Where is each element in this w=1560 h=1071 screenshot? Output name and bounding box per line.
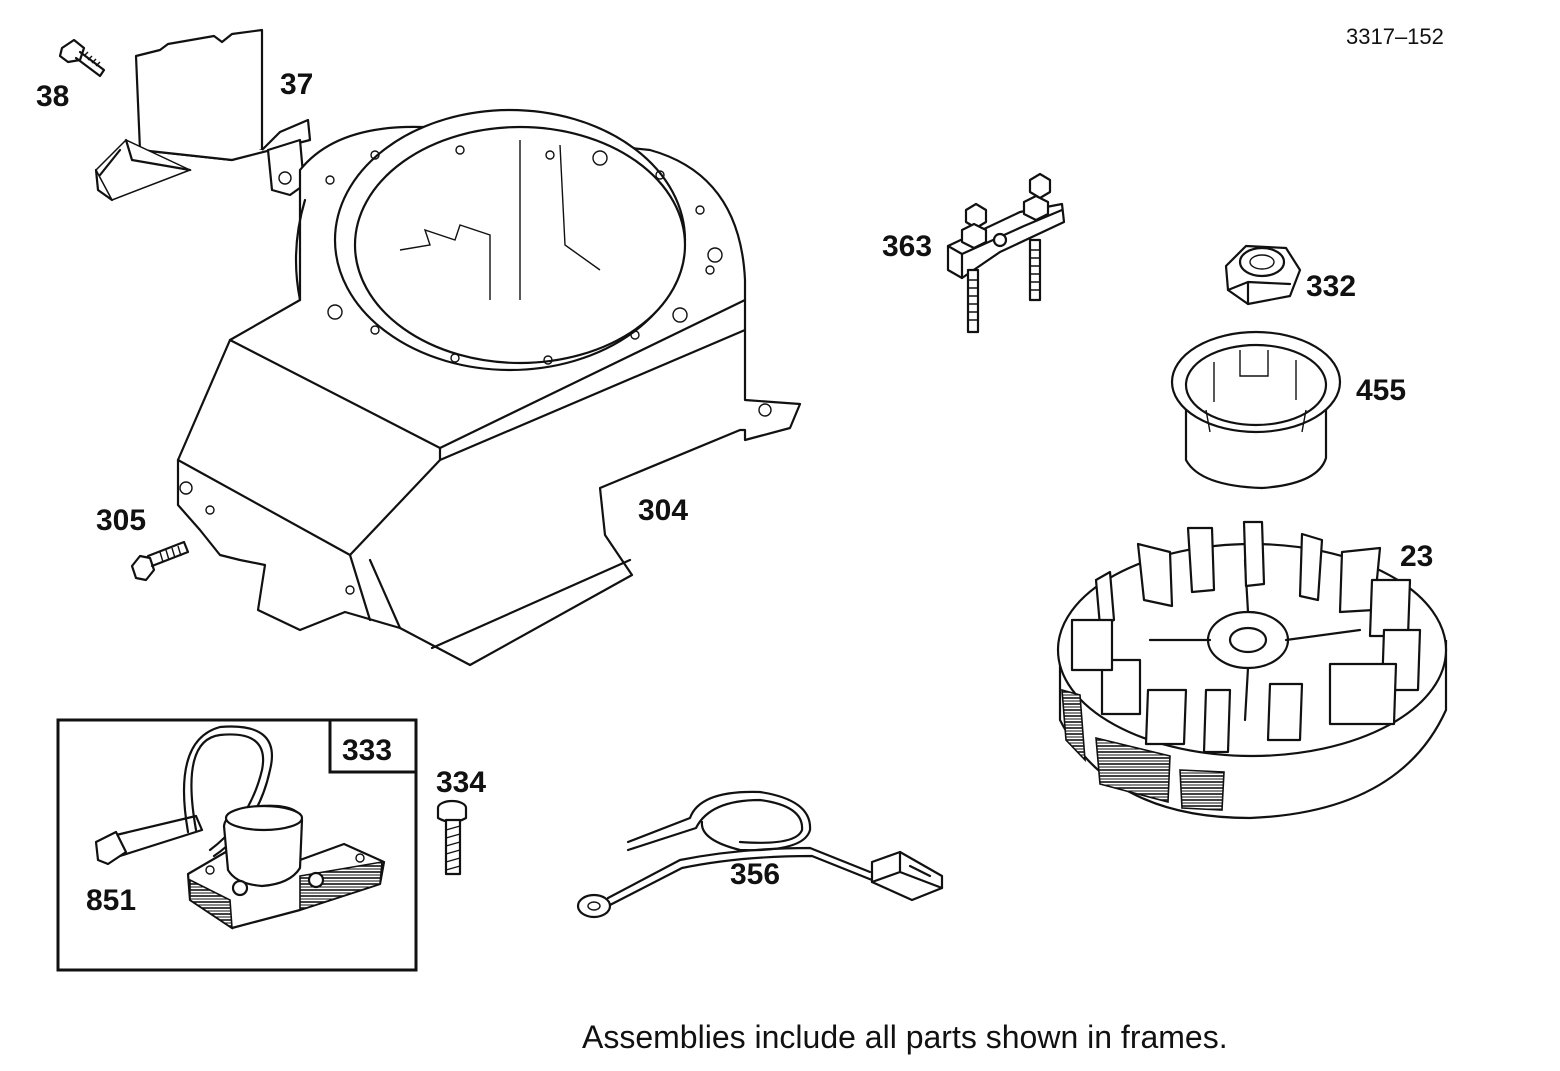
- part-label-37: 37: [280, 68, 313, 101]
- part-label-334: 334: [436, 766, 486, 799]
- part-label-305: 305: [96, 504, 146, 537]
- part-label-38: 38: [36, 80, 69, 113]
- nut-332-drawing: [1224, 244, 1302, 306]
- flywheel-23-drawing: [1056, 520, 1448, 820]
- part-label-356: 356: [730, 858, 780, 891]
- bolt-305-drawing: [130, 540, 190, 582]
- bracket-363-drawing: [946, 172, 1066, 334]
- part-label-333: 333: [342, 734, 392, 767]
- part-label-851: 851: [86, 884, 136, 917]
- screw-334-drawing: [436, 799, 468, 876]
- assembly-note: Assemblies include all parts shown in fr…: [582, 1019, 1228, 1055]
- deflector-37-drawing: [94, 28, 312, 202]
- assembly-number-box: [328, 718, 418, 774]
- part-label-332: 332: [1306, 270, 1356, 303]
- screw-38-drawing: [58, 38, 106, 78]
- part-label-363: 363: [882, 230, 932, 263]
- starter-cup-455-drawing: [1170, 330, 1342, 490]
- assembly-frame-333: [56, 718, 418, 972]
- armature-851-drawing: [94, 725, 386, 930]
- part-label-304: 304: [638, 494, 688, 527]
- drawing-reference-number: 3317–152: [1346, 24, 1444, 49]
- part-label-455: 455: [1356, 374, 1406, 407]
- ground-wire-356-drawing: [576, 790, 944, 919]
- blower-housing-304-drawing: [176, 108, 802, 667]
- part-label-23: 23: [1400, 540, 1433, 573]
